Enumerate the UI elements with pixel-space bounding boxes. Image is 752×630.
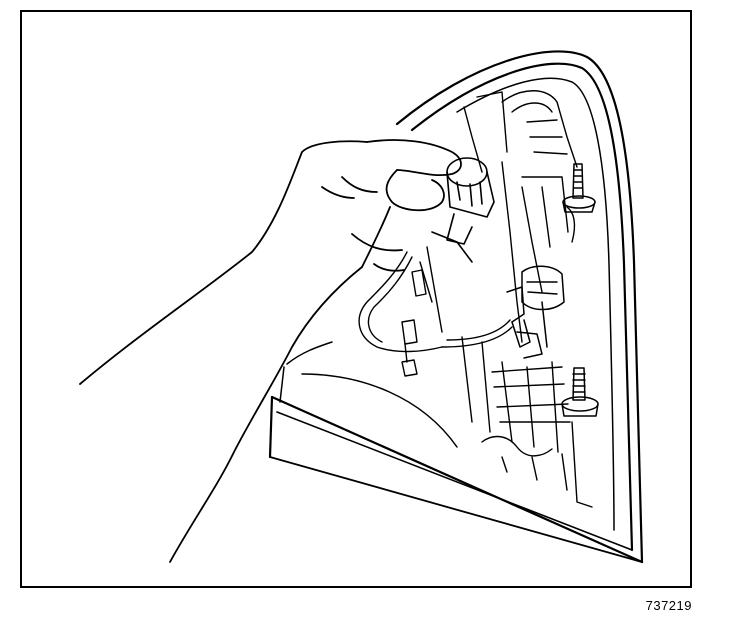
housing-rim (456, 77, 615, 531)
housing-lens-curve (301, 373, 458, 448)
lamp-housing (268, 50, 644, 564)
hand-palm (169, 266, 363, 563)
bulb-socket (431, 157, 495, 263)
housing-bottom-edge-3 (269, 456, 643, 563)
housing-outer-edge (395, 50, 644, 564)
housing-bottom-edge (270, 395, 644, 564)
housing-left-top (286, 341, 333, 365)
reflector-bay (461, 90, 593, 508)
housing-bottom-edge-2 (276, 411, 633, 551)
mounting-stud-upper (562, 163, 596, 213)
mounting-stud-lower (561, 367, 599, 417)
housing-left-face-2 (279, 366, 285, 403)
tail-lamp-illustration (79, 50, 644, 564)
hand-index-finger (366, 139, 462, 176)
hand-lower (361, 206, 391, 268)
hand-thumb (385, 169, 445, 212)
housing-left-face (268, 395, 274, 459)
wire-connector (506, 265, 565, 359)
wiring-harness (358, 246, 513, 377)
hand-wrist (79, 140, 368, 385)
housing-inner-edge (410, 62, 634, 552)
illustration-frame (20, 10, 692, 588)
hand (79, 139, 462, 563)
figure-number: 737219 (645, 598, 692, 613)
